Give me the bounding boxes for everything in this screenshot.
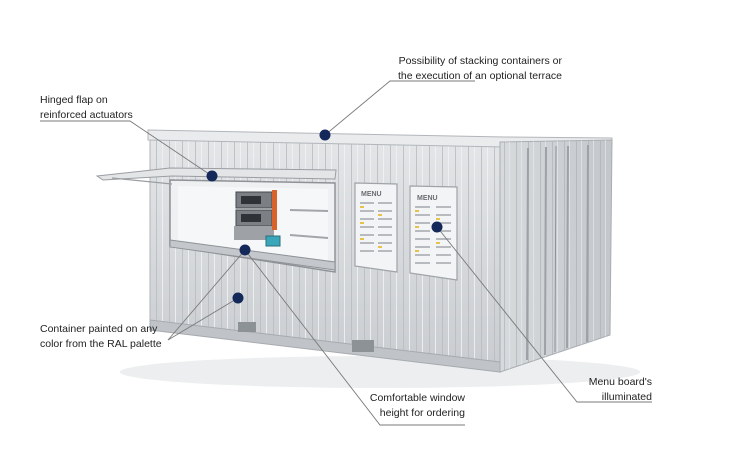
leader-line-window (244, 249, 465, 426)
callout-menu: Menu board's illuminated (588, 376, 652, 403)
marker-stacking[interactable] (319, 129, 331, 141)
door-lock-bar (526, 147, 529, 361)
forklift-pocket (238, 322, 256, 332)
forklift-pocket (352, 340, 374, 352)
shelf (289, 209, 329, 212)
callout-flap: Hinged flap on reinforced actuators (40, 94, 133, 121)
marker-window[interactable] (239, 244, 251, 256)
door-lock-bar (586, 144, 589, 343)
oven-display (241, 214, 261, 222)
terminal-screen (265, 235, 281, 247)
marker-paint[interactable] (232, 292, 244, 304)
marker-flap[interactable] (206, 170, 218, 182)
flap-actuator (111, 177, 173, 185)
shelf (289, 234, 329, 239)
leader-line-stacking (324, 80, 475, 136)
callout-window: Comfortable window height for ordering (369, 392, 465, 419)
svg-text:MENU: MENU (361, 191, 382, 198)
door-lock-bar (566, 145, 569, 349)
leader-line-paint-window (167, 249, 246, 341)
callout-paint: Container painted on any color from the … (40, 323, 162, 350)
menu-board-2: MENU (409, 185, 458, 281)
callout-stacking: Possibility of stacking containers or th… (397, 55, 562, 82)
leader-line-menu (436, 226, 652, 403)
marker-menu[interactable] (431, 221, 443, 233)
leader-line-paint (167, 297, 239, 341)
oven-stand (234, 226, 274, 240)
oven-display (241, 196, 261, 204)
counter-shelf (169, 239, 336, 271)
svg-text:MENU: MENU (417, 195, 438, 202)
door-lock-bar (544, 146, 547, 356)
door-seam (554, 145, 557, 353)
oven-accent (272, 190, 277, 230)
leader-line-flap (40, 120, 213, 177)
menu-board-1: MENU (354, 182, 398, 273)
